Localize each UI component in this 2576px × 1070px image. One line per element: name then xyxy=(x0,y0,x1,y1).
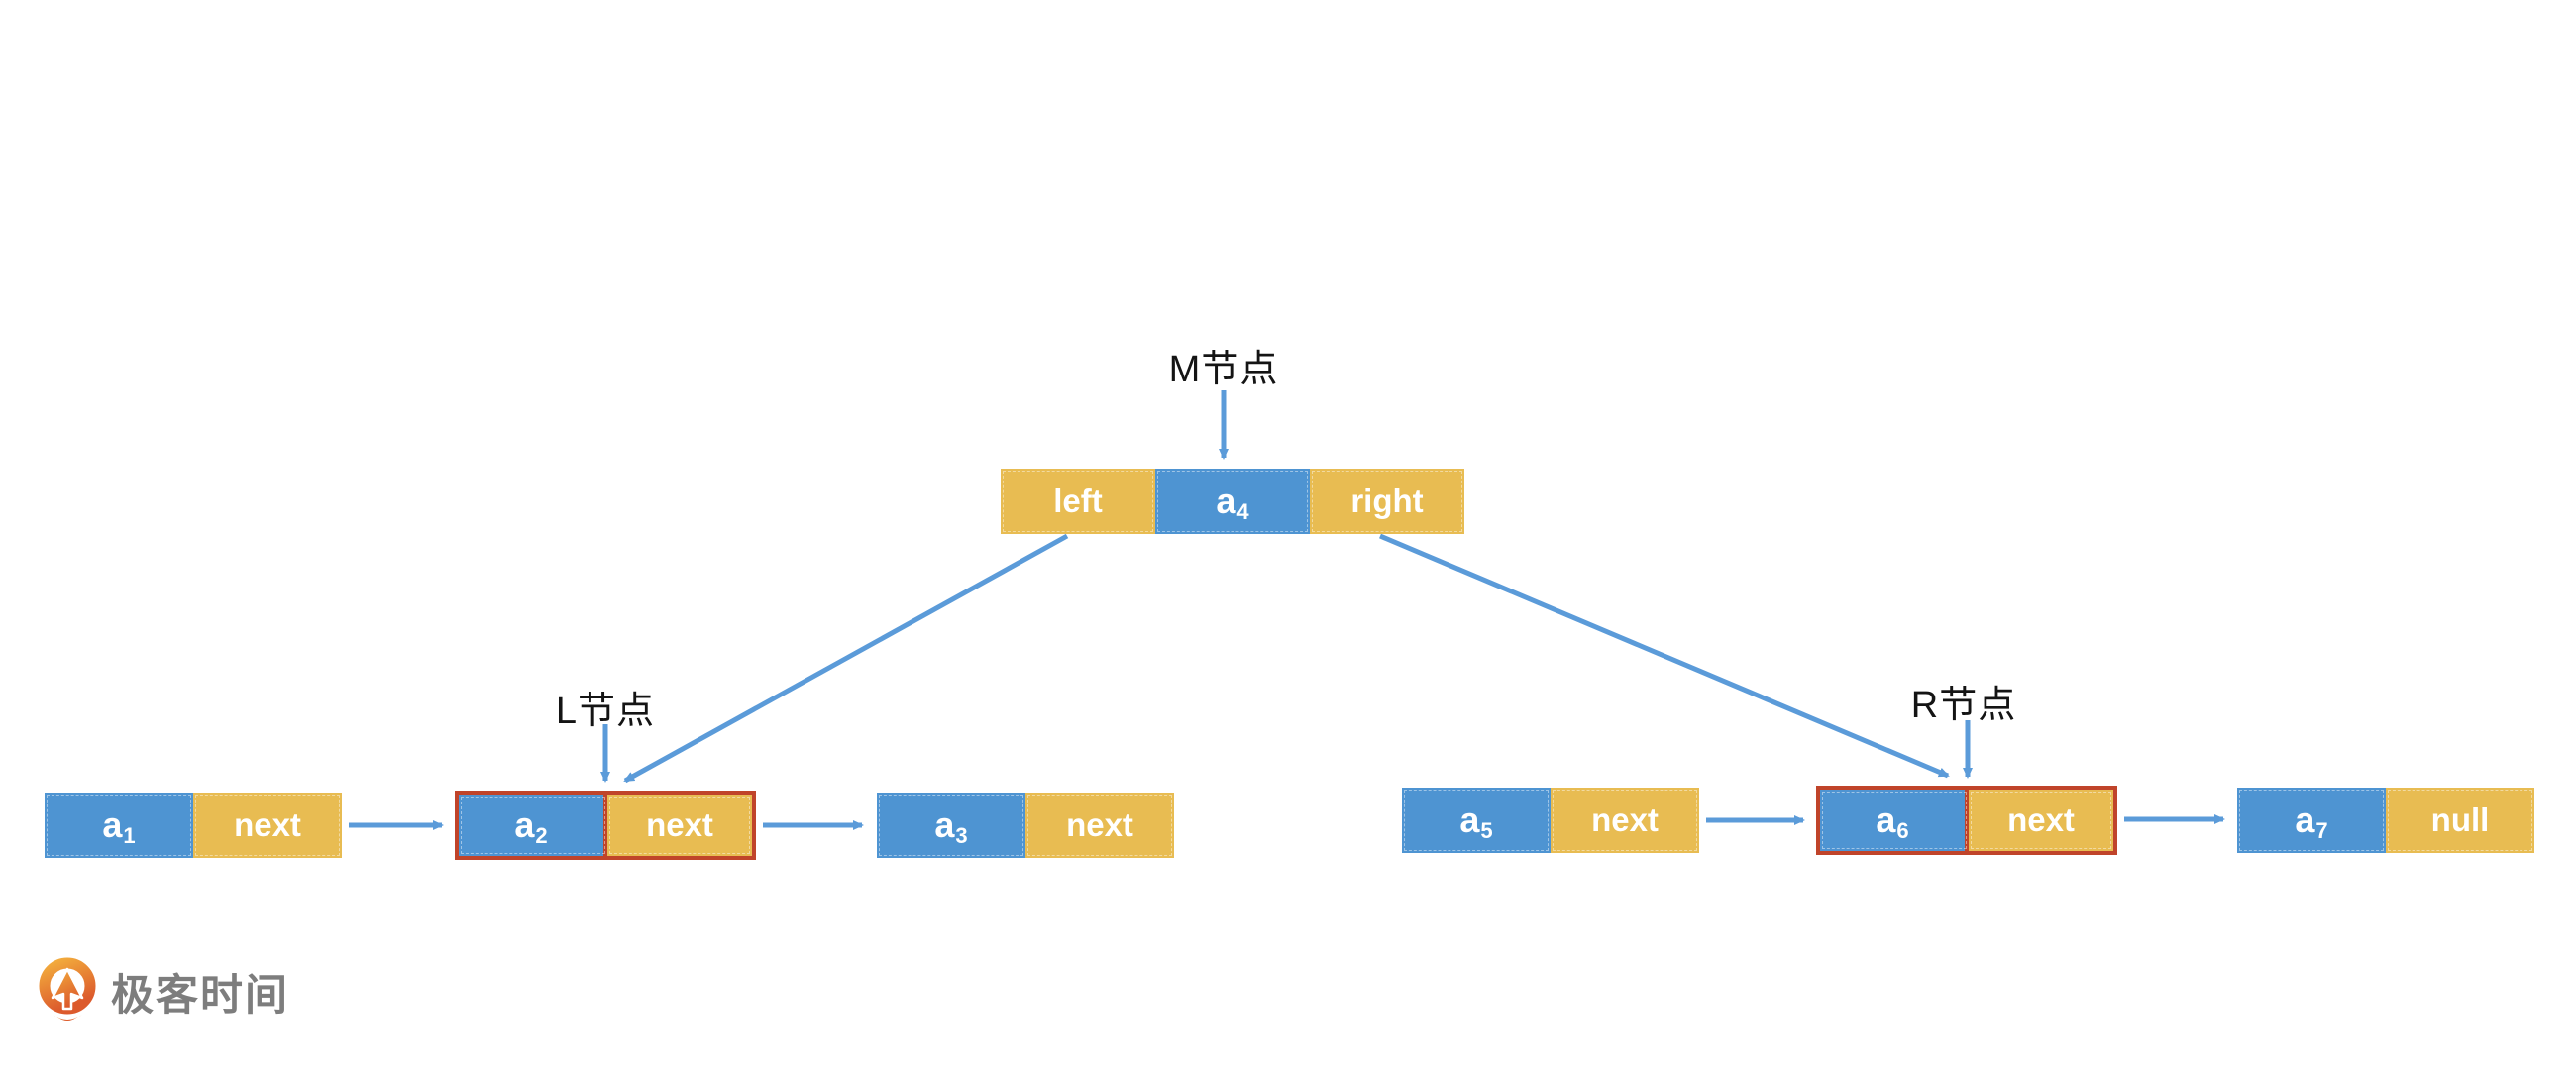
list-node-a2-pointer-cell: next xyxy=(607,795,752,856)
arrow-right-pointer-to-a6 xyxy=(1379,533,1950,779)
list-node-a6-pointer-cell: next xyxy=(1969,790,2113,851)
list-node-a3-pointer-cell: next xyxy=(1025,793,1174,858)
label-r-node: R节点 xyxy=(1910,685,2017,726)
list-node-a1-pointer-cell: next xyxy=(193,793,342,858)
node-value: a xyxy=(102,804,123,845)
arrow-left-pointer-to-a2 xyxy=(623,533,1069,784)
label-l-node: L节点 xyxy=(555,691,656,732)
tree-node-right-pointer-cell: right xyxy=(1310,469,1464,534)
node-value: a xyxy=(1876,800,1896,840)
tree-node-value: a xyxy=(1216,481,1236,521)
list-node-a5-pointer-cell: next xyxy=(1551,788,1699,853)
tree-node-left-pointer-cell: left xyxy=(1001,469,1155,534)
list-node-a7-pointer-cell: null xyxy=(2386,788,2534,853)
node-value: a xyxy=(514,804,535,845)
node-value: a xyxy=(1459,800,1480,840)
node-value: a xyxy=(934,804,955,845)
geektime-logo-text: 极客时间 xyxy=(111,972,289,1019)
node-value: a xyxy=(2295,800,2315,840)
label-m-node: M节点 xyxy=(1168,349,1279,390)
geektime-logo: 极客时间 xyxy=(38,957,289,1026)
geektime-logo-icon xyxy=(39,957,96,1021)
